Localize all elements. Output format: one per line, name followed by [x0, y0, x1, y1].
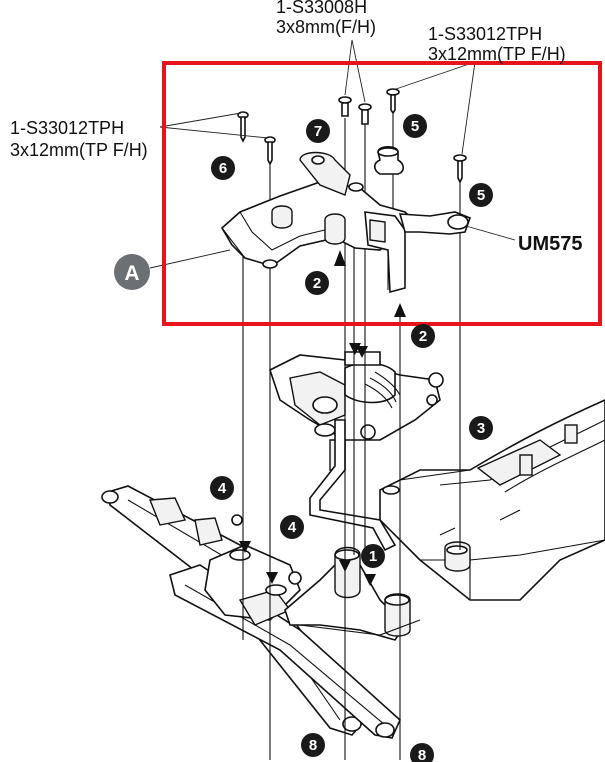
step-badge-2-lower: 2	[411, 324, 435, 348]
step-badge-circle	[410, 743, 434, 762]
screw-s33008h-1	[338, 96, 352, 117]
step-badge-6: 6	[211, 156, 235, 180]
step-badge-5-right: 5	[469, 183, 493, 207]
s33008h-size: 3x8mm(F/H)	[276, 17, 376, 37]
screw-s33012tph-left-1	[237, 111, 249, 143]
callout-s33012tph-right: 1-S33012TPH 3x12mm(TP F/H)	[428, 24, 566, 64]
step-badge-8-right: 8	[410, 743, 434, 762]
s33012tph-left-part-number: 1-S33012TPH	[10, 118, 124, 138]
screw-s33012tph-right-2	[453, 154, 467, 184]
step-badge-circle	[403, 114, 427, 138]
detail-a-badge: A	[114, 254, 150, 290]
step-badge-circle	[306, 119, 330, 143]
step-badge-circle	[469, 416, 493, 440]
chassis	[379, 399, 605, 601]
step-badge-circle	[280, 515, 304, 539]
step-number: 4	[288, 519, 297, 536]
screw-s33008h-2	[358, 103, 372, 125]
step-number: 1	[369, 548, 377, 565]
step-number: 5	[477, 187, 485, 204]
step-number: 5	[411, 118, 419, 135]
screw-s33012tph-left-2	[264, 136, 276, 166]
step-badge-3: 3	[469, 416, 493, 440]
step-badge-5-top: 5	[403, 114, 427, 138]
screws	[237, 88, 467, 184]
insertion-arrows	[239, 250, 406, 586]
step-number: 4	[218, 480, 227, 497]
step-badges: 7 5 6 5 2 2 3 4 4 1 8 8	[210, 114, 493, 762]
s33012tph-left-size: 3x12mm(TP F/H)	[10, 140, 148, 160]
step-number: 8	[418, 747, 426, 762]
step-number: 3	[477, 420, 485, 437]
step-badge-circle	[361, 544, 385, 568]
step-badge-circle	[411, 324, 435, 348]
step-badge-circle	[211, 156, 235, 180]
detail-a-letter: A	[124, 262, 139, 285]
s33012tph-right-part-number: 1-S33012TPH	[428, 24, 542, 44]
step-badge-circle	[469, 183, 493, 207]
callout-s33012tph-left: 1-S33012TPH 3x12mm(TP F/H)	[10, 118, 148, 160]
step-number: 6	[219, 160, 227, 177]
step-number: 7	[314, 123, 322, 140]
step-badge-1: 1	[361, 544, 385, 568]
step-badge-circle	[305, 271, 329, 295]
step-badge-2-upper: 2	[305, 271, 329, 295]
s33012tph-right-size: 3x12mm(TP F/H)	[428, 44, 566, 64]
upper-steering-bracket	[220, 145, 472, 294]
step-badge-4-right: 4	[280, 515, 304, 539]
step-number: 2	[419, 328, 427, 345]
step-badge-circle	[301, 733, 325, 757]
step-badge-8-left: 8	[301, 733, 325, 757]
step-number: 8	[309, 737, 317, 754]
highlight-frame	[162, 61, 602, 326]
callout-s33008h: 1-S33008H 3x8mm(F/H)	[276, 0, 376, 37]
screw-s33012tph-right-1	[386, 88, 400, 115]
step-badge-circle	[210, 476, 234, 500]
step-badge-4-left: 4	[210, 476, 234, 500]
um575-label: UM575	[518, 233, 582, 255]
front-bulkhead	[269, 351, 444, 471]
s33008h-part-number: 1-S33008H	[276, 0, 367, 17]
step-number: 2	[313, 275, 321, 292]
step-badge-7: 7	[306, 119, 330, 143]
